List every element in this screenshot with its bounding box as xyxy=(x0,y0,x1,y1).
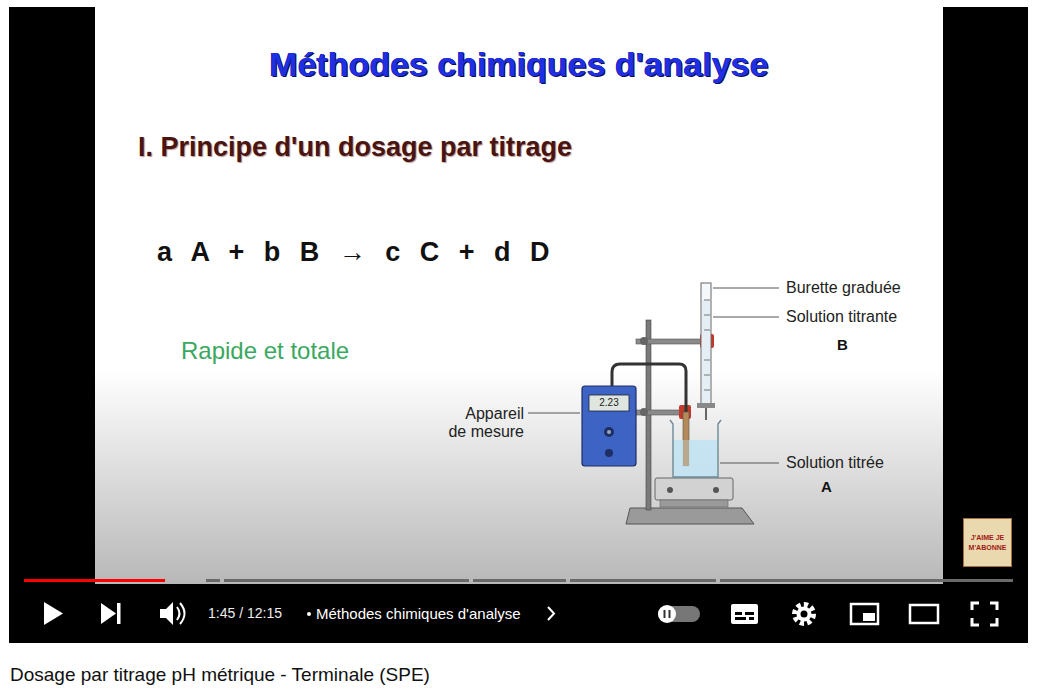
section-heading: I. Principe d'un dosage par titrage xyxy=(138,132,572,163)
part-label: Burette graduée xyxy=(786,279,901,297)
species-letter: B xyxy=(837,336,848,353)
slide-shade xyxy=(95,370,943,584)
subscribe-badge: J'AIME JE M'ABONNE xyxy=(963,518,1012,567)
reaction-equation: a A + b B → c C + d D xyxy=(157,237,550,268)
time-display: 1:45 / 12:15 xyxy=(208,605,282,621)
video-caption: Dosage par titrage pH métrique - Termina… xyxy=(10,664,430,686)
note-text: Rapide et totale xyxy=(181,337,349,365)
player-frame xyxy=(9,7,1028,643)
part-label: Solution titrante xyxy=(786,308,897,326)
progress-bar xyxy=(24,579,1013,582)
leader-lines xyxy=(528,288,779,463)
chapter-title: Méthodes chimiques d'analyse xyxy=(316,605,521,622)
slide-title: Méthodes chimiques d'analyse xyxy=(95,45,943,84)
species-letter: A xyxy=(821,478,832,495)
titration-apparatus xyxy=(582,283,754,524)
part-label: Solution titrée xyxy=(786,454,884,472)
slide xyxy=(95,7,943,584)
badge-text: J'AIME JE M'ABONNE xyxy=(966,533,1009,551)
part-label: Appareil de mesure xyxy=(444,405,524,442)
meter-display: 2.23 xyxy=(589,397,629,409)
player-controls xyxy=(44,602,997,625)
